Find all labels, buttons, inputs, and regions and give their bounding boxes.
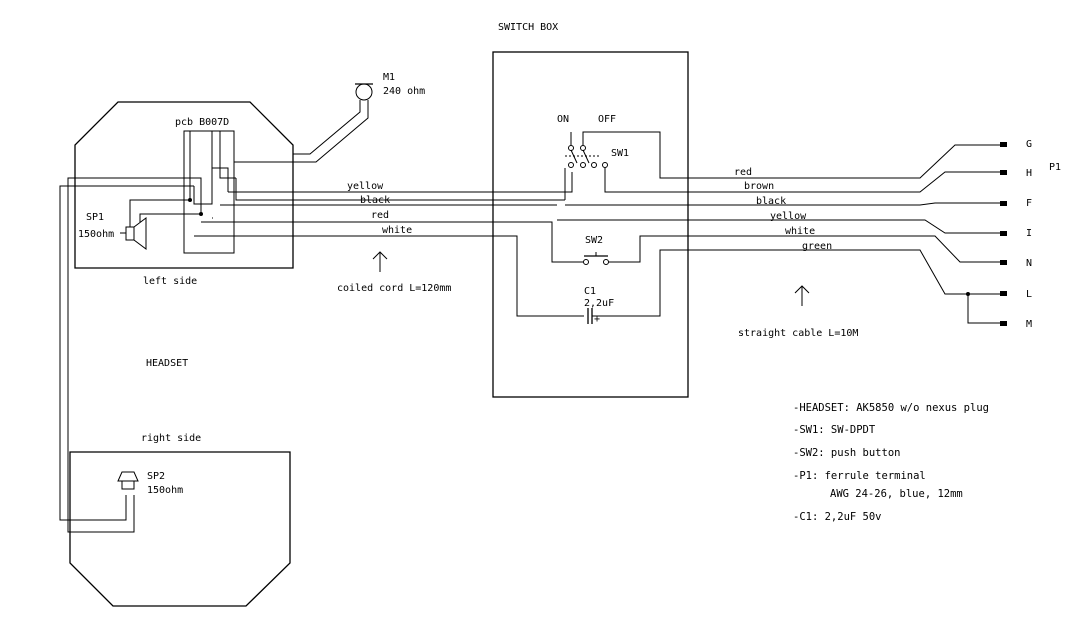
switch-box-outline: [492, 51, 689, 398]
headset-title: HEADSET: [146, 358, 188, 369]
note-line: -SW2: push button: [793, 447, 900, 459]
pcb-label: pcb B007D: [175, 117, 229, 128]
wire-label: black: [360, 195, 390, 206]
switch-box-title: SWITCH BOX: [498, 22, 558, 33]
sp2-value: 150ohm: [147, 485, 183, 496]
wire-label: red: [734, 167, 752, 178]
terminal-label: N: [1026, 258, 1032, 269]
m1-label: M1: [383, 72, 395, 83]
sw1-switch-icon: [565, 145, 608, 168]
terminal-label: H: [1026, 168, 1032, 179]
terminal-label: F: [1026, 198, 1032, 209]
sp1-speaker-icon: [125, 217, 147, 250]
wire-label: red: [371, 210, 389, 221]
sw1-label: SW1: [611, 148, 629, 159]
c1-label: C1: [584, 286, 596, 297]
sp2-label: SP2: [147, 471, 165, 482]
wire-label: yellow: [770, 211, 807, 222]
terminal-label: L: [1026, 289, 1032, 300]
m1-value: 240 ohm: [383, 86, 425, 97]
wire-label: white: [785, 226, 815, 237]
headset-left-side-outline: [74, 101, 294, 269]
wire-label: brown: [744, 181, 774, 192]
note-line: -P1: ferrule terminal: [793, 470, 926, 482]
wire-label: black: [756, 196, 786, 207]
straight-cable-label: straight cable L=10M: [738, 328, 858, 339]
coiled-cord-label: coiled cord L=120mm: [337, 283, 451, 294]
wire-label: white: [382, 225, 412, 236]
c1-value: 2,2uF: [584, 298, 614, 309]
note-line: -C1: 2,2uF 50v: [793, 511, 882, 523]
left-side-label: left side: [143, 276, 197, 287]
terminal-label: I: [1026, 228, 1032, 239]
sp2-speaker-icon: [117, 471, 139, 490]
headset-right-side-outline: [69, 451, 291, 607]
note-line: AWG 24-26, blue, 12mm: [830, 488, 963, 500]
wire-label: yellow: [347, 181, 384, 192]
m1-microphone-icon: [355, 83, 373, 101]
note-line: -SW1: SW-DPDT: [793, 424, 876, 436]
sw2-label: SW2: [585, 235, 603, 246]
sp1-label: SP1: [86, 212, 104, 223]
p1-label: P1: [1049, 162, 1061, 173]
note-line: -HEADSET: AK5850 w/o nexus plug: [793, 402, 989, 414]
straight-cable-arrow-icon: [794, 285, 810, 306]
sw1-on-label: ON: [557, 114, 569, 125]
p1-ferrule-terminals: [1000, 142, 1007, 326]
sp1-value: 150ohm: [78, 229, 114, 240]
sw2-pushbutton-icon: [583, 252, 609, 265]
terminal-label: G: [1026, 139, 1032, 150]
junction-dot: [966, 292, 970, 296]
c1-capacitor-icon: [587, 308, 593, 324]
wire-label: green: [802, 241, 832, 252]
c1-plus-mark: +: [594, 314, 600, 325]
terminal-label: M: [1026, 319, 1032, 330]
sw1-off-label: OFF: [598, 114, 616, 125]
coiled-cord-arrow-icon: [372, 251, 388, 272]
pcb-board: [183, 130, 235, 254]
right-side-label: right side: [141, 433, 201, 444]
